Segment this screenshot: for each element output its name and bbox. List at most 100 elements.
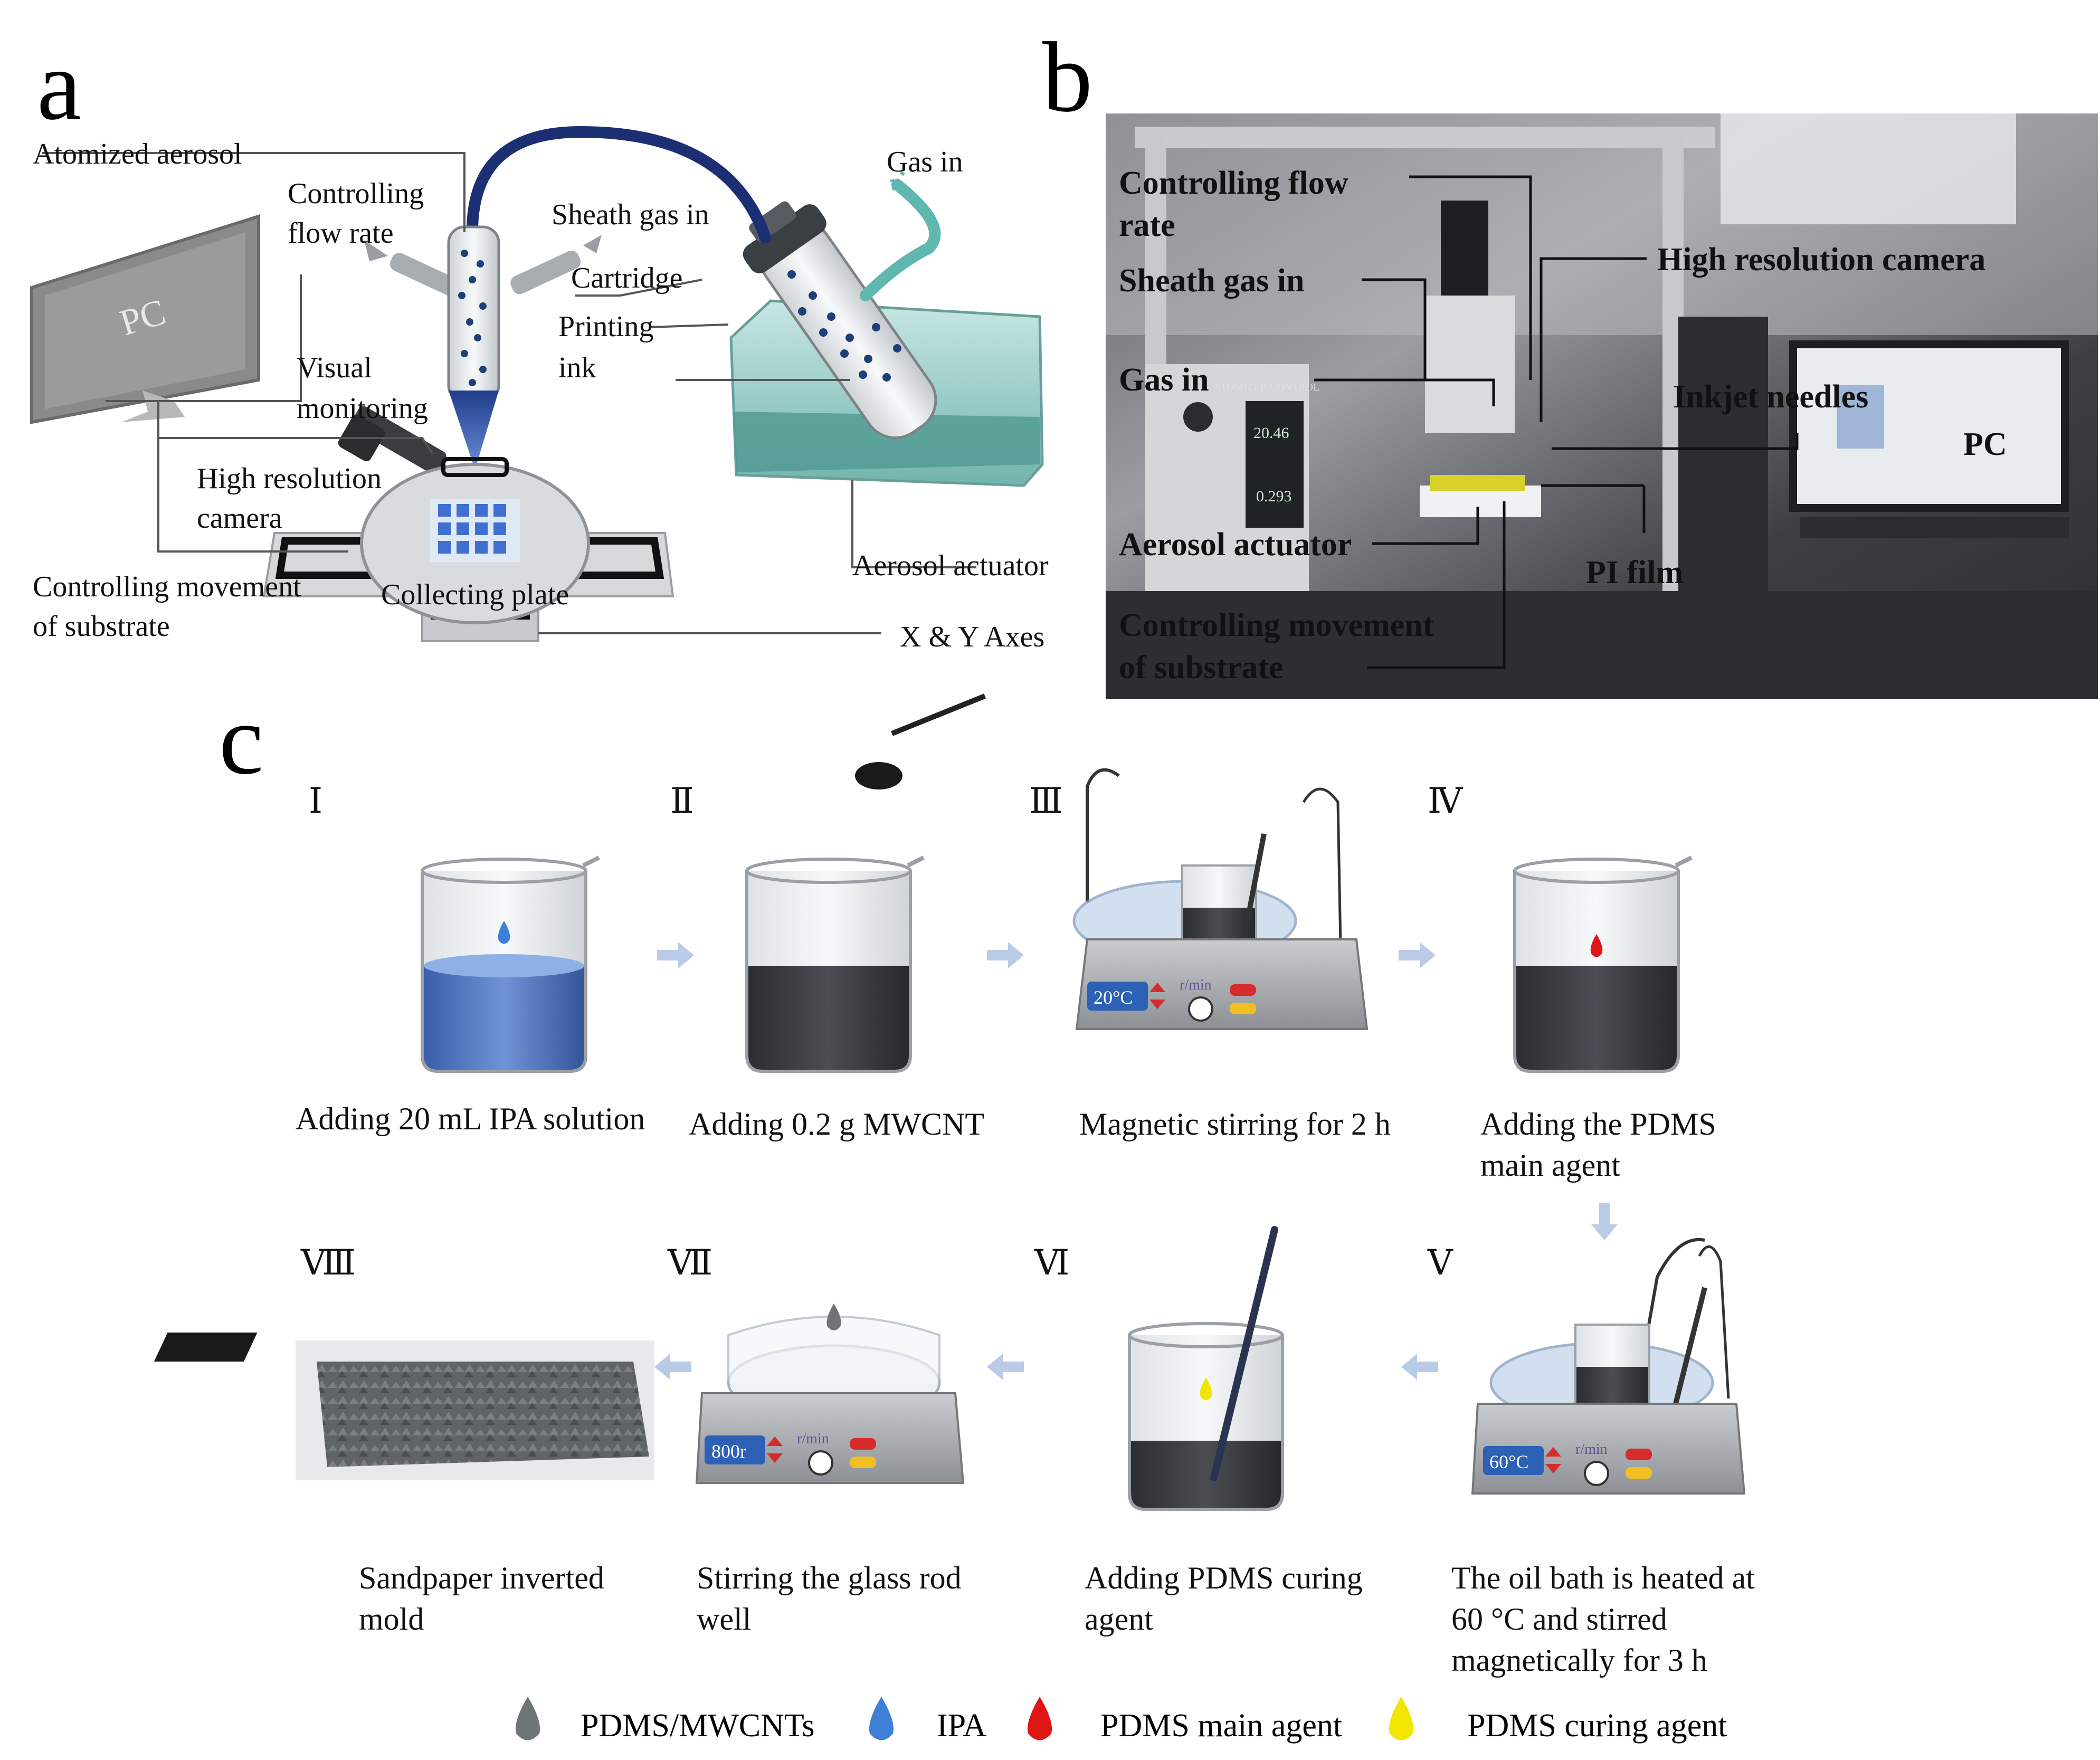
sandpaper-mold [296, 1340, 654, 1480]
panel-a-arrows [364, 235, 602, 261]
panel-a: a PC [30, 30, 1049, 653]
spin-coater-step7: 800r r/min [154, 1304, 965, 1484]
stirrer-step3-unit: r/min [1180, 977, 1212, 993]
panel-b-leader-lines [1314, 175, 1799, 669]
gas-in-droplets [890, 167, 907, 191]
step-3-caption: Magnetic stirring for 2 h [1079, 1107, 1391, 1141]
beaker-pdms-curing [1128, 1226, 1284, 1511]
label-atomized-aerosol: Atomized aerosol [33, 138, 242, 170]
label-high-res-camera-a1: High resolution [197, 462, 382, 495]
step-1-numeral: Ⅰ [309, 782, 322, 821]
stirrer-step5-unit: r/min [1575, 1441, 1608, 1458]
readout-2: 0.293 [1256, 488, 1292, 505]
legend-ipa-drop-icon [869, 1697, 894, 1740]
panel-b-letter: b [1042, 22, 1092, 133]
step-8-caption-2: mold [359, 1602, 424, 1637]
flow-arrows [654, 942, 1618, 1380]
ipa-drop-icon [498, 921, 510, 944]
aerosol-hose [467, 126, 771, 243]
label-visual-monitoring-1: Visual [297, 351, 372, 384]
step-5-caption-3: magnetically for 3 h [1451, 1643, 1707, 1678]
ink-particles [787, 270, 901, 382]
label-controlling-movement-a1: Controlling movement [33, 570, 301, 603]
step-1-caption: Adding 20 mL IPA solution [296, 1101, 645, 1136]
gas-in-hose [860, 179, 941, 301]
step-3-numeral: Ⅲ [1029, 782, 1063, 821]
legend-main-agent-label: PDMS main agent [1100, 1708, 1342, 1744]
curing-agent-drop-icon [1200, 1377, 1212, 1401]
printed-dot-grid [438, 504, 506, 554]
legend-curing-agent-drop-icon [1389, 1697, 1414, 1740]
label-controlling-movement-a2: of substrate [33, 610, 170, 643]
panel-c: c Ⅰ Ⅱ Ⅲ Ⅳ Ⅴ Ⅵ Ⅶ Ⅷ [154, 684, 1755, 1744]
step-6-numeral: Ⅵ [1034, 1244, 1069, 1282]
legend-ipa-label: IPA [937, 1708, 986, 1744]
label-controlling-flow-rate-b1: Controlling flow [1119, 165, 1348, 201]
label-high-res-camera-a2: camera [197, 502, 282, 535]
label-xy-axes: X & Y Axes [900, 621, 1044, 653]
step-5-caption-2: 60 °C and stirred [1451, 1602, 1667, 1637]
step-4-caption-2: main agent [1480, 1148, 1620, 1183]
cartridge-tube [743, 201, 937, 440]
label-controlling-movement-b1: Controlling movement [1119, 607, 1434, 643]
panel-b: b ATOMIZER CONTROL 20.46 0. [1042, 22, 2098, 699]
label-aerosol-actuator-a: Aerosol actuator [852, 549, 1049, 582]
step-7-numeral: Ⅶ [667, 1244, 712, 1282]
stirrer-step5: 60°C r/min [1471, 1238, 1746, 1495]
label-printing-ink-2: ink [558, 351, 596, 384]
glass-rod [1210, 1226, 1278, 1481]
stirrer-step3: 20°C r/min [1072, 768, 1369, 1030]
step-7-caption-2: well [697, 1602, 751, 1637]
label-gas-in-b: Gas in [1119, 362, 1209, 398]
step-8-caption-1: Sandpaper inverted [359, 1561, 604, 1595]
beaker-pdms-main [1513, 855, 1693, 1073]
label-controlling-flow-rate-a2: flow rate [288, 217, 394, 250]
step-4-caption-1: Adding the PDMS [1480, 1107, 1716, 1141]
step-5-caption-1: The oil bath is heated at [1451, 1561, 1755, 1595]
step-4-numeral: Ⅳ [1428, 782, 1463, 821]
label-visual-monitoring-2: monitoring [297, 392, 428, 425]
label-pc-b: PC [1963, 426, 2007, 462]
label-controlling-flow-rate-b2: rate [1119, 207, 1175, 243]
step-7-caption-1: Stirring the glass rod [697, 1561, 962, 1595]
label-sheath-gas-in-a: Sheath gas in [552, 198, 709, 231]
main-agent-drop-icon [1590, 934, 1603, 957]
step-8-numeral: Ⅷ [300, 1244, 356, 1282]
label-printing-ink-1: Printing [558, 310, 653, 343]
step-2-numeral: Ⅱ [670, 782, 694, 821]
legend-main-agent-drop-icon [1027, 1697, 1052, 1740]
device-panel-title: ATOMIZER CONTROL [1214, 382, 1319, 393]
beaker-mwcnt [745, 855, 925, 1073]
label-inkjet-needles: Inkjet needles [1673, 379, 1868, 415]
label-collecting-plate: Collecting plate [381, 578, 569, 611]
label-pi-film: PI film [1586, 555, 1683, 591]
legend-curing-agent-label: PDMS curing agent [1467, 1708, 1727, 1744]
step-6-caption-1: Adding PDMS curing [1085, 1561, 1363, 1595]
step-5-numeral: Ⅴ [1427, 1244, 1453, 1282]
label-controlling-movement-b2: of substrate [1119, 650, 1284, 686]
stirrer-step3-display: 20°C [1094, 987, 1133, 1008]
step-6-caption-2: agent [1085, 1602, 1153, 1637]
label-aerosol-actuator-b: Aerosol actuator [1119, 527, 1352, 563]
pc-monitor-icon: PC [30, 214, 260, 424]
readout-1: 20.46 [1253, 424, 1289, 442]
equipment-photo [1106, 113, 2098, 699]
step-2-caption: Adding 0.2 g MWCNT [689, 1107, 984, 1141]
panel-c-letter: c [219, 684, 263, 795]
legend-pdms-mwcnts-label: PDMS/MWCNTs [581, 1708, 815, 1744]
nozzle-particles [458, 250, 487, 386]
beaker-ipa [421, 855, 600, 1073]
panel-a-letter: a [37, 30, 81, 141]
spin-coater-display: 800r [711, 1441, 746, 1462]
spin-coater-unit: r/min [797, 1431, 829, 1447]
label-gas-in-a: Gas in [887, 146, 963, 178]
label-cartridge: Cartridge [571, 262, 682, 294]
legend-pdms-mwcnts-drop-icon [515, 1697, 540, 1740]
legend: PDMS/MWCNTs IPA PDMS main agent PDMS cur… [515, 1697, 1727, 1744]
panel-a-leader-lines [42, 152, 976, 634]
device-readouts: ATOMIZER CONTROL 20.46 0.293 [1214, 382, 1319, 505]
label-controlling-flow-rate-a1: Controlling [288, 177, 424, 210]
spoon-icon [855, 693, 986, 789]
label-high-res-camera-b: High resolution camera [1657, 242, 1985, 278]
